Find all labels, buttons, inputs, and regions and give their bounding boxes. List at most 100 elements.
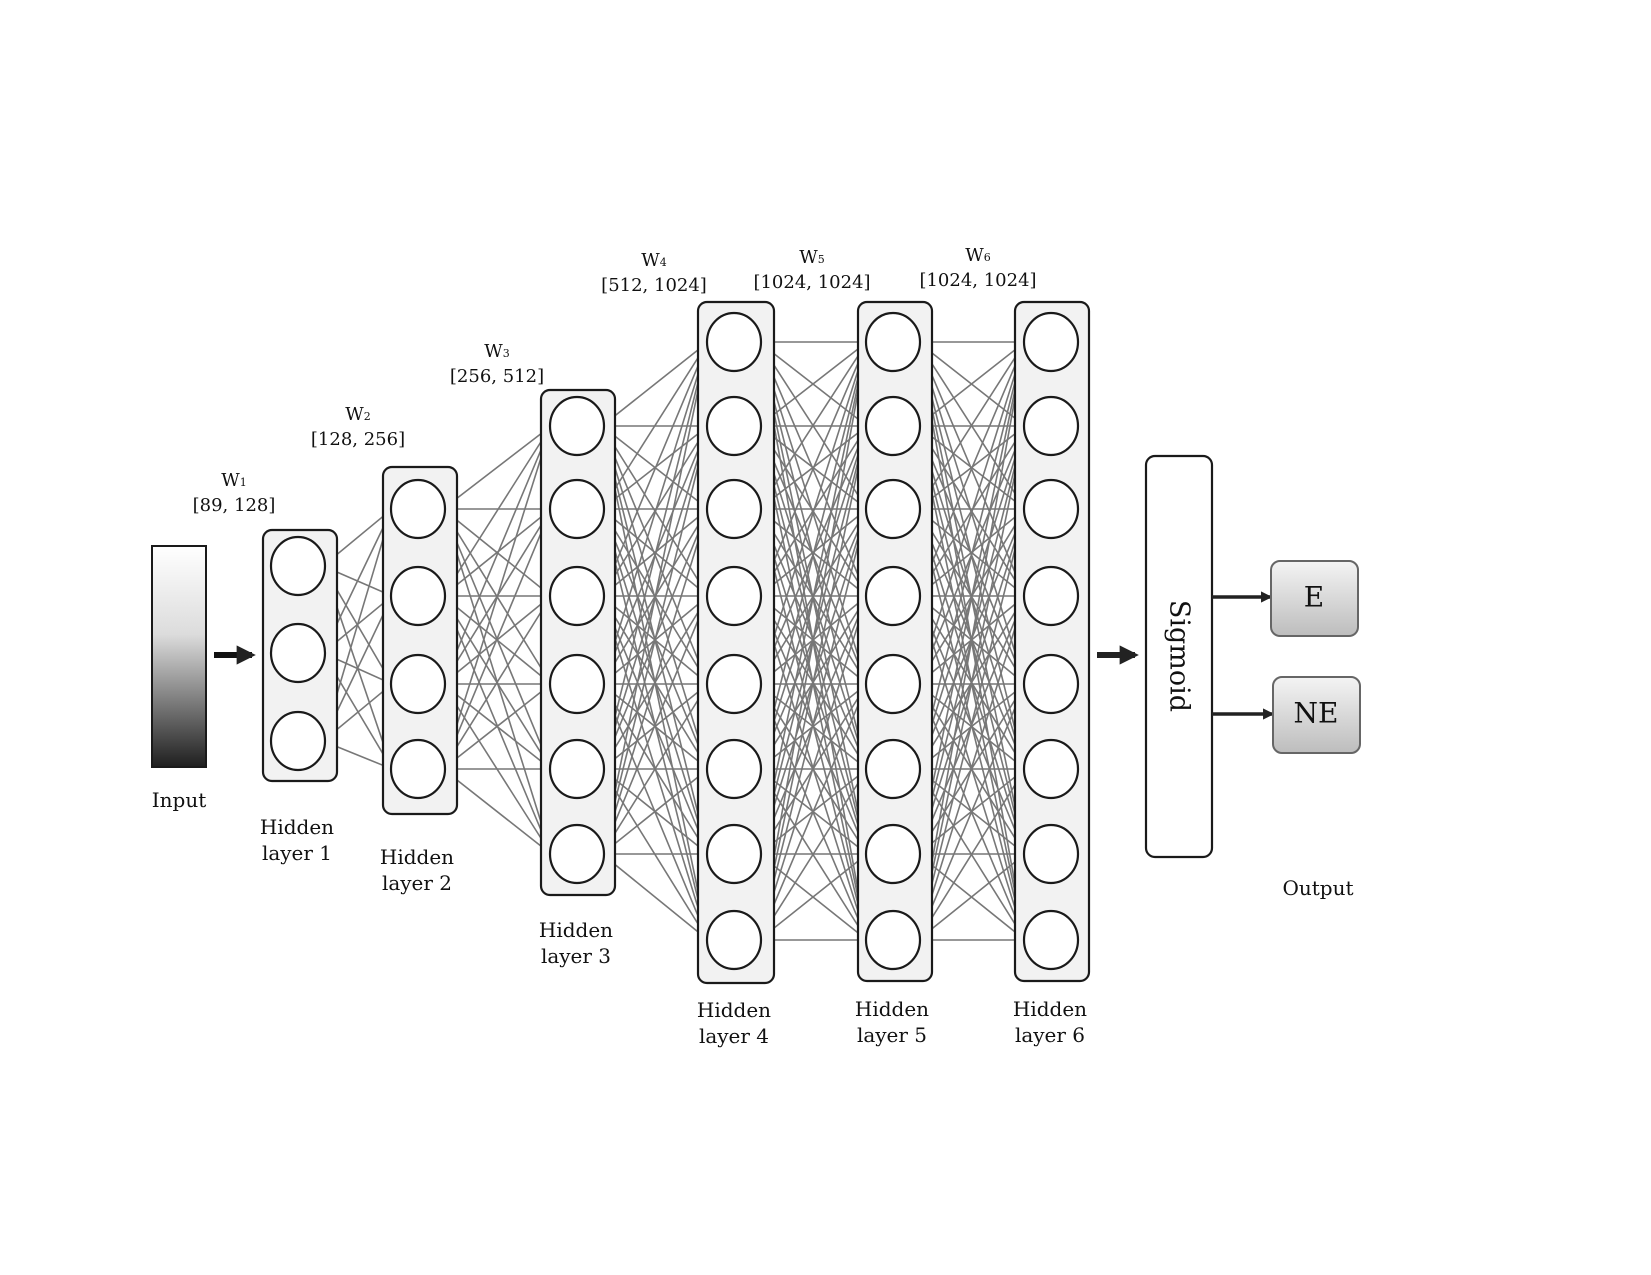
neuron-layer-6-8 <box>1022 909 1080 971</box>
input-label: Input <box>152 788 207 812</box>
neuron-layer-6-3 <box>1022 478 1080 540</box>
edge-l3-6-to-l4-8 <box>601 853 709 941</box>
weight-5-name: W <box>799 247 818 268</box>
weight-4-shape: [512, 1024] <box>601 275 707 296</box>
edge-l3-4-to-l4-1 <box>601 341 710 685</box>
neuron-layer-5-6 <box>864 738 922 800</box>
hidden-layer-6-label: Hidden layer 6 <box>1013 997 1087 1047</box>
weight-4-label: W4 [512, 1024] <box>601 250 707 296</box>
hidden-layer-5-box <box>856 300 934 983</box>
neuron-layer-5-7 <box>864 823 922 885</box>
weight-6-name: W <box>965 245 984 266</box>
edge-l3-3-to-l4-1 <box>601 341 709 597</box>
edge-l2-2-to-l3-2 <box>442 508 552 597</box>
weight-2-subscript: 2 <box>364 410 371 423</box>
neuron-layer-3-5 <box>548 738 606 800</box>
hidden-layer-1-label-line1: Hidden <box>260 815 334 839</box>
edge-l2-4-to-l3-1 <box>442 425 553 770</box>
neuron-layer-6-2 <box>1022 395 1080 457</box>
weight-5-subscript: 5 <box>818 253 825 266</box>
edge-l3-6-to-l4-4 <box>601 595 709 855</box>
edge-l5-8-to-l6-7 <box>917 853 1026 941</box>
edge-l4-8-to-l5-2 <box>758 425 870 941</box>
weight-1-shape: [89, 128] <box>193 495 276 516</box>
edge-l5-8-to-l6-4 <box>917 595 1027 941</box>
neuron-layer-4-8 <box>705 909 763 971</box>
weight-4-subscript: 4 <box>660 256 667 269</box>
edge-l5-8-to-l6-2 <box>917 425 1028 941</box>
edge-l4-8-to-l5-1 <box>758 341 870 941</box>
hidden-layer-6-box <box>1013 300 1091 983</box>
input-block <box>151 545 207 768</box>
hidden-layer-3-label-line1: Hidden <box>539 918 613 942</box>
neuron-layer-3-3 <box>548 565 606 627</box>
edge-l5-5-to-l6-1 <box>917 341 1027 685</box>
neuron-layer-4-7 <box>705 823 763 885</box>
output-e-box <box>1270 560 1359 637</box>
neuron-layer-5-4 <box>864 565 922 627</box>
neuron-layer-6-4 <box>1022 565 1080 627</box>
neuron-layer-6-1 <box>1022 311 1080 373</box>
edge-l2-4-to-l3-2 <box>442 508 552 770</box>
hidden-layer-5-label-line2: layer 5 <box>857 1023 927 1047</box>
hidden-layer-3-box <box>539 388 617 897</box>
edge-l4-8-to-l5-4 <box>758 595 869 941</box>
weight-1-label: W1 [89, 128] <box>193 470 276 516</box>
edge-l5-8-to-l6-1 <box>917 341 1028 941</box>
edge-l5-2-to-l6-1 <box>917 341 1026 427</box>
weight-5-label: W5 [1024, 1024] <box>753 247 870 293</box>
edge-l5-8-to-l6-3 <box>917 508 1028 941</box>
edge-l5-4-to-l6-1 <box>917 341 1026 597</box>
weight-3-label: W3 [256, 512] <box>450 341 544 387</box>
neuron-layer-1-1 <box>269 535 327 597</box>
sigmoid-label: Sigmoid <box>1164 600 1195 712</box>
edge-l3-6-to-l4-6 <box>601 768 709 855</box>
edge-l2-3-to-l3-1 <box>442 425 552 685</box>
hidden-layer-6-label-line2: layer 6 <box>1015 1023 1085 1047</box>
neuron-layer-5-8 <box>864 909 922 971</box>
neuron-layer-4-3 <box>705 478 763 540</box>
neuron-layer-4-2 <box>705 395 763 457</box>
edge-l5-8-to-l6-6 <box>917 768 1026 941</box>
weight-2-name: W <box>345 404 364 425</box>
edge-l5-8-to-l6-5 <box>917 683 1026 941</box>
hidden-layer-2-label-line2: layer 2 <box>382 871 452 895</box>
neuron-layer-5-2 <box>864 395 922 457</box>
edge-l2-4-to-l3-6 <box>442 768 552 855</box>
weight-1-name: W <box>221 470 240 491</box>
neuron-layer-1-2 <box>269 622 327 684</box>
neuron-layer-5-5 <box>864 653 922 715</box>
svg-text:W1: W1 <box>221 470 247 491</box>
edge-l3-6-to-l4-5 <box>601 683 709 855</box>
weight-4-name: W <box>641 250 660 271</box>
hidden-layer-2-label-line1: Hidden <box>380 845 454 869</box>
edge-l3-5-to-l4-1 <box>601 341 711 770</box>
neuron-layer-5-1 <box>864 311 922 373</box>
edge-l3-6-to-l4-1 <box>601 341 711 855</box>
svg-text:W3: W3 <box>484 341 510 362</box>
hidden-layer-5-label: Hidden layer 5 <box>855 997 929 1047</box>
output-caption: Output <box>1282 876 1353 900</box>
neuron-layer-4-5 <box>705 653 763 715</box>
edge-l5-7-to-l6-1 <box>917 341 1028 855</box>
edge-l3-6-to-l4-2 <box>601 425 711 855</box>
weight-3-subscript: 3 <box>503 347 510 360</box>
neuron-layer-2-2 <box>389 565 447 627</box>
neuron-layer-2-1 <box>389 478 447 540</box>
edge-l2-2-to-l3-1 <box>442 425 552 597</box>
edge-l4-8-to-l5-5 <box>758 683 868 941</box>
hidden-layer-5-label-line1: Hidden <box>855 997 929 1021</box>
neuron-layer-2-3 <box>389 653 447 715</box>
neuron-layer-3-4 <box>548 653 606 715</box>
hidden-layer-4-label-line1: Hidden <box>697 998 771 1022</box>
weight-1-subscript: 1 <box>240 476 247 489</box>
hidden-layer-3-label: Hidden layer 3 <box>539 918 613 968</box>
edge-l4-2-to-l5-1 <box>758 341 868 427</box>
weight-6-label: W6 [1024, 1024] <box>919 245 1036 291</box>
neuron-layer-1-3 <box>269 710 327 772</box>
svg-text:W6: W6 <box>965 245 991 266</box>
neuron-layer-6-5 <box>1022 653 1080 715</box>
weight-3-name: W <box>484 341 503 362</box>
edge-l4-5-to-l5-1 <box>758 341 869 685</box>
